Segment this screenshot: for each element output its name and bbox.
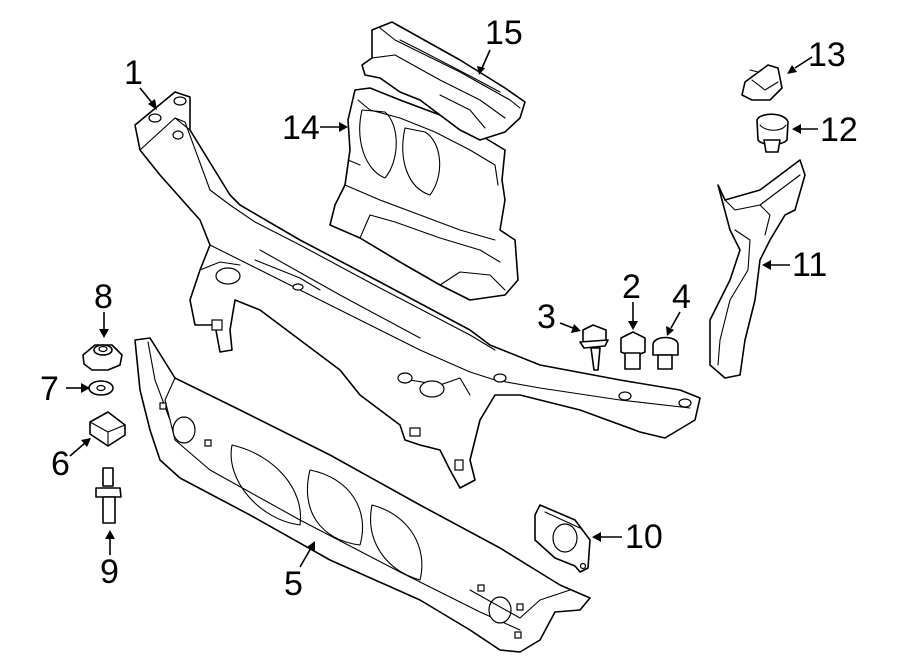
callout-4: 4 bbox=[672, 278, 691, 316]
part-14-air-duct[interactable] bbox=[329, 87, 519, 301]
part-12-cap[interactable] bbox=[756, 113, 789, 153]
callout-14: 14 bbox=[282, 109, 320, 147]
callout-7: 7 bbox=[40, 370, 59, 408]
callout-leaders bbox=[66, 49, 818, 568]
callout-5: 5 bbox=[284, 565, 303, 603]
callout-6: 6 bbox=[51, 445, 70, 483]
part-6-clip-nut[interactable] bbox=[89, 411, 126, 447]
part-7-washer[interactable] bbox=[88, 380, 114, 396]
callout-10: 10 bbox=[625, 518, 663, 556]
part-5-front-panel[interactable] bbox=[134, 337, 591, 653]
callout-12: 12 bbox=[820, 111, 858, 149]
callout-8: 8 bbox=[94, 278, 113, 316]
part-3-bolt[interactable] bbox=[579, 324, 609, 371]
callout-15: 15 bbox=[485, 14, 523, 52]
callout-3: 3 bbox=[537, 298, 556, 336]
part-11-side-guide[interactable] bbox=[709, 159, 806, 379]
callout-13: 13 bbox=[808, 36, 846, 74]
part-8-nut[interactable] bbox=[82, 344, 123, 371]
part-1-upper-support[interactable] bbox=[134, 91, 701, 489]
callout-numbers: 1 2 3 4 5 6 7 8 9 10 11 12 13 14 15 bbox=[40, 14, 858, 603]
callout-2: 2 bbox=[622, 268, 641, 306]
callout-9: 9 bbox=[100, 553, 119, 591]
part-10-plate[interactable] bbox=[534, 504, 591, 573]
part-15-air-guide[interactable] bbox=[361, 21, 526, 141]
callout-11: 11 bbox=[792, 246, 827, 284]
part-9-stud[interactable] bbox=[95, 467, 122, 524]
part-13-clip[interactable] bbox=[741, 64, 783, 101]
part-2-bolt[interactable] bbox=[620, 331, 646, 370]
part-4-bolt[interactable] bbox=[652, 336, 679, 370]
callout-1: 1 bbox=[124, 54, 143, 92]
